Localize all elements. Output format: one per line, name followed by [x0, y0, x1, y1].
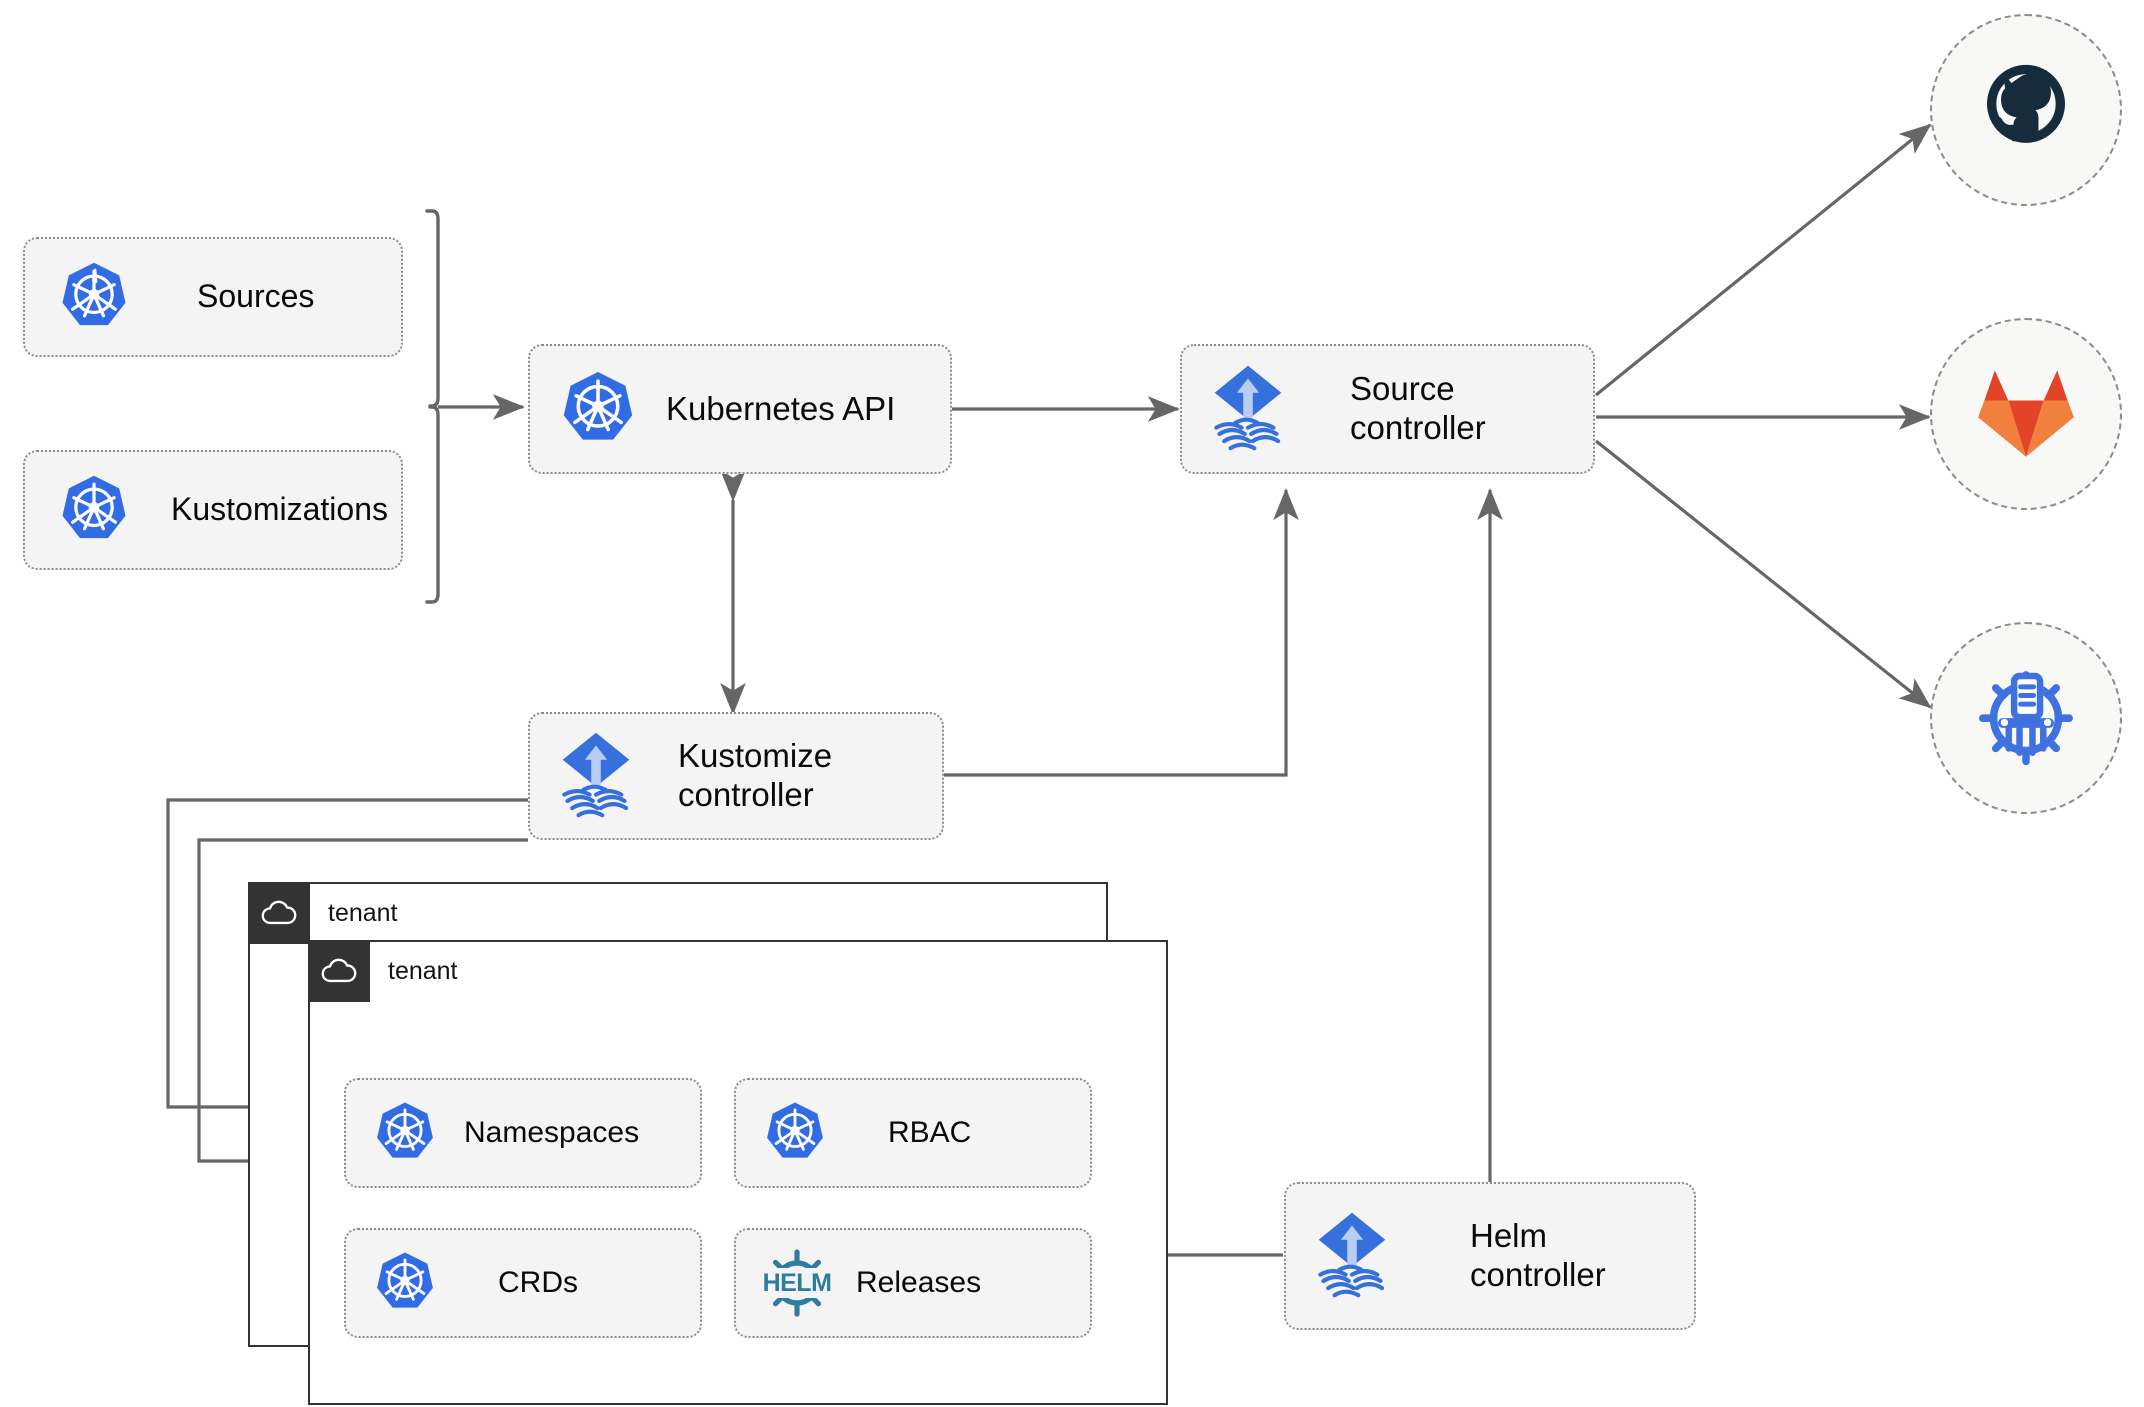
- node-sources-label: Sources: [197, 278, 315, 315]
- node-namespaces-label: Namespaces: [464, 1116, 640, 1150]
- node-sources[interactable]: Sources: [23, 237, 403, 357]
- node-kustomize-controller[interactable]: Kustomize controller: [528, 712, 944, 840]
- node-gitlab[interactable]: [1930, 318, 2122, 510]
- node-helm-controller-label: Helm controller: [1470, 1217, 1606, 1293]
- cloud-icon: [248, 882, 310, 944]
- tenant-container-front[interactable]: tenant: [308, 940, 1168, 1405]
- node-source-controller-label: Source controller: [1350, 370, 1486, 446]
- tenant-label: tenant: [328, 898, 398, 927]
- edge-source-to-bucket: [1595, 439, 1932, 709]
- flux-icon: [1208, 361, 1288, 458]
- kubernetes-icon: [59, 260, 129, 335]
- kubernetes-icon: [59, 473, 129, 548]
- kubernetes-icon: [374, 1250, 436, 1317]
- tenant-header-back: tenant: [248, 882, 398, 944]
- node-crds[interactable]: CRDs: [344, 1228, 702, 1338]
- node-helm-controller[interactable]: Helm controller: [1284, 1182, 1696, 1330]
- node-kustomizations[interactable]: Kustomizations: [23, 450, 403, 570]
- node-kubernetes-api-label: Kubernetes API: [666, 389, 896, 427]
- helm-repository-icon: [1972, 662, 2080, 775]
- edge-kustomize-to-source: [944, 488, 1299, 777]
- node-kustomize-controller-label: Kustomize controller: [678, 737, 833, 813]
- kubernetes-icon: [560, 369, 636, 450]
- node-kustomizations-label: Kustomizations: [171, 491, 388, 528]
- kubernetes-icon: [374, 1100, 436, 1167]
- edge-source-to-github: [1594, 123, 1932, 397]
- node-github[interactable]: [1930, 14, 2122, 206]
- kubernetes-icon: [764, 1100, 826, 1167]
- node-source-controller[interactable]: Source controller: [1180, 344, 1595, 474]
- tenant-header-front: tenant: [308, 940, 458, 1002]
- node-crds-label: CRDs: [498, 1266, 578, 1300]
- gitlab-icon: [1974, 362, 2078, 467]
- node-releases-label: Releases: [856, 1266, 982, 1300]
- tenant-label: tenant: [388, 956, 458, 985]
- node-releases[interactable]: HELM Releases: [734, 1228, 1092, 1338]
- node-rbac[interactable]: RBAC: [734, 1078, 1092, 1188]
- flux-icon: [556, 728, 636, 825]
- node-rbac-label: RBAC: [888, 1116, 972, 1150]
- helm-icon: HELM: [756, 1246, 838, 1320]
- github-icon: [1974, 56, 2078, 165]
- cloud-icon: [308, 940, 370, 1002]
- node-kubernetes-api[interactable]: Kubernetes API: [528, 344, 952, 474]
- brace-top: [425, 209, 440, 408]
- node-bucket[interactable]: [1930, 622, 2122, 814]
- node-namespaces[interactable]: Namespaces: [344, 1078, 702, 1188]
- flux-icon: [1312, 1208, 1392, 1305]
- brace-bottom: [425, 405, 440, 604]
- helm-wordmark: HELM: [756, 1268, 838, 1298]
